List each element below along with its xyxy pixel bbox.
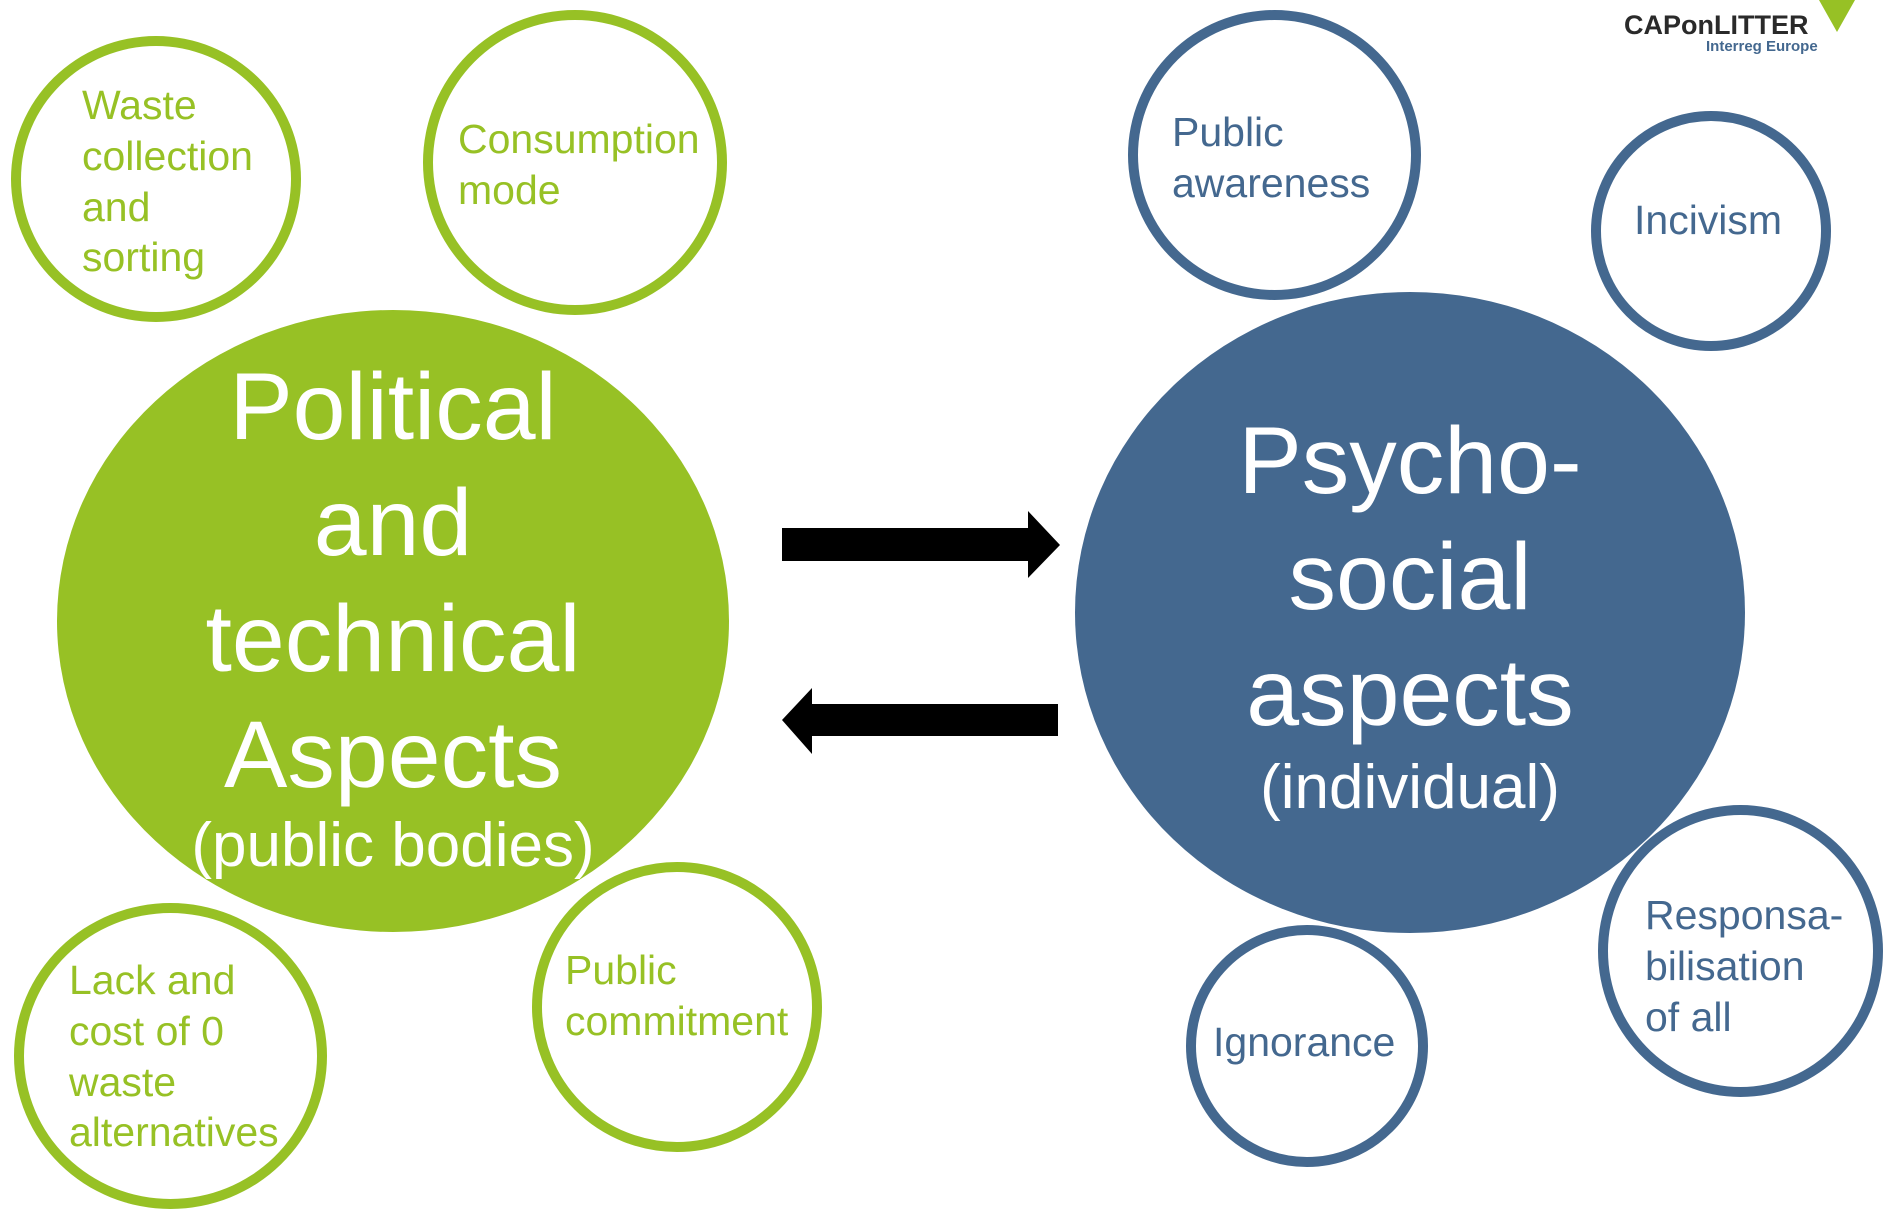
public-awareness-label: Public awareness: [1172, 109, 1371, 206]
logo-wordmark: CAPonLITTER: [1624, 10, 1809, 40]
lack-cost-alternatives-node: [14, 903, 327, 1209]
consumption-mode-node: [423, 10, 727, 315]
left-hub-subtitle: (public bodies): [191, 811, 595, 880]
logo-mark-icon: [1819, 0, 1855, 32]
psycho-social-hub: [1075, 292, 1745, 933]
arrow-right-icon: [782, 511, 1060, 578]
caponlitter-logo: CAPonLITTER Interreg Europe: [1620, 0, 1883, 60]
incivism-node: [1591, 111, 1831, 351]
ignorance-label: Ignorance: [1213, 1019, 1396, 1065]
waste-collection-node: [11, 36, 301, 322]
public-commitment-node: [532, 862, 822, 1152]
left-hub-title: Political and technical Aspects: [205, 354, 581, 808]
ignorance-node: [1186, 925, 1428, 1167]
public-commitment-label: Public commitment: [565, 947, 789, 1044]
right-hub-subtitle: (individual): [1260, 753, 1560, 822]
political-technical-hub: [57, 310, 729, 932]
waste-collection-label: Waste collection and sorting: [82, 82, 253, 281]
responsabilisation-node: [1598, 805, 1883, 1097]
public-awareness-node: [1128, 10, 1421, 300]
responsabilisation-label: Responsa- bilisation of all: [1645, 892, 1844, 1040]
incivism-label: Incivism: [1634, 197, 1783, 243]
logo-program: Interreg Europe: [1706, 38, 1818, 55]
arrow-left-icon: [782, 688, 1058, 754]
right-hub-title: Psycho- social aspects: [1238, 408, 1582, 746]
lack-cost-alternatives-label: Lack and cost of 0 waste alternatives: [69, 957, 279, 1156]
consumption-mode-label: Consumption mode: [458, 116, 700, 213]
